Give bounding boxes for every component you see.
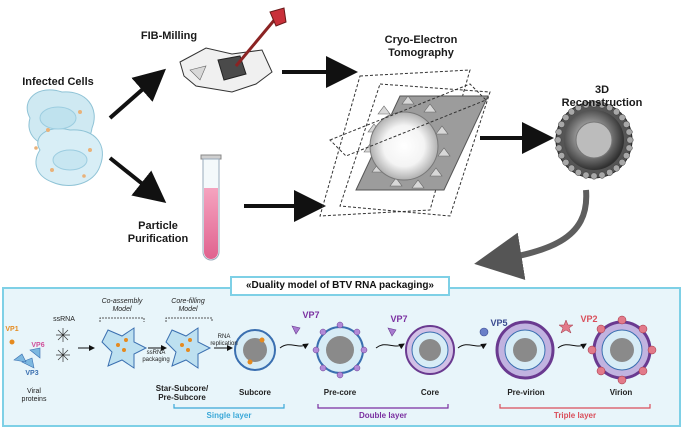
infected-cells-label: Infected Cells: [22, 76, 94, 88]
vp5-icon: [479, 327, 489, 337]
precore-particle: [312, 321, 368, 379]
coassembly-model-label: Co-assembly Model: [101, 298, 143, 314]
vp2-label: VP2: [580, 314, 598, 324]
vp7-label-a: VP7: [302, 310, 320, 320]
vp6-label: VP6: [31, 342, 45, 349]
arrow-to-model: [474, 189, 590, 280]
double-layer-bracket: [317, 404, 449, 409]
arrow-to-purification: [108, 156, 167, 203]
double-layer-label: Double layer: [358, 411, 407, 420]
precore-label: Pre-core: [323, 388, 357, 397]
vp1-label: VP1: [5, 326, 19, 333]
virion-label: Virion: [609, 388, 633, 397]
purification-label: Particle Purification: [127, 220, 189, 245]
arrow-to-fib: [108, 68, 167, 120]
core-label: Core: [420, 388, 440, 397]
virion-particle: [587, 315, 657, 385]
previrion-label: Pre-virion: [507, 388, 545, 397]
single-layer-label: Single layer: [206, 411, 252, 420]
cryo-et-label: Cryo-Electron Tomography: [384, 34, 458, 59]
vp7-icon-a: [291, 325, 301, 335]
ssrna-packaging-label: ssRNA packaging: [142, 350, 170, 363]
fib-milling-label: FIB-Milling: [140, 30, 198, 42]
vp3-label: VP3: [25, 370, 39, 377]
rna-replication-label: RNA replication: [210, 334, 238, 347]
vp7-icon-b: [387, 327, 397, 337]
cryo-et-illustration: [319, 69, 491, 217]
viral-proteins-illustration: [9, 339, 41, 369]
single-layer-bracket: [173, 404, 285, 409]
ssrna-icons: [56, 328, 70, 362]
reconstruction-label: 3D Reconstruction: [561, 84, 643, 109]
reconstruction-illustration: [554, 100, 634, 180]
star-subcore-label: Star-Subcore/ Pre-Subcore: [155, 384, 209, 403]
subcore-label: Subcore: [238, 388, 271, 397]
triple-layer-label: Triple layer: [553, 411, 597, 420]
duality-model-title: «Duality model of BTV RNA packaging»: [230, 276, 450, 296]
test-tube-illustration: [200, 154, 222, 261]
fib-milling-illustration: [179, 7, 287, 93]
vp5-label: VP5: [490, 318, 508, 328]
corefilling-star: [165, 327, 212, 369]
previrion-particle: [495, 320, 555, 380]
ssrna-label: ssRNA: [53, 316, 75, 323]
subcore-particle: [234, 329, 276, 371]
infected-cells-illustration: [26, 89, 103, 186]
vp7-label-b: VP7: [390, 314, 408, 324]
coassembly-star: [101, 327, 148, 369]
corefilling-model-label: Core-filling Model: [171, 298, 205, 314]
viral-proteins-label: Viral proteins: [21, 388, 47, 404]
core-particle: [405, 325, 455, 375]
triple-layer-bracket: [499, 404, 651, 409]
vp2-icon: [558, 319, 574, 334]
